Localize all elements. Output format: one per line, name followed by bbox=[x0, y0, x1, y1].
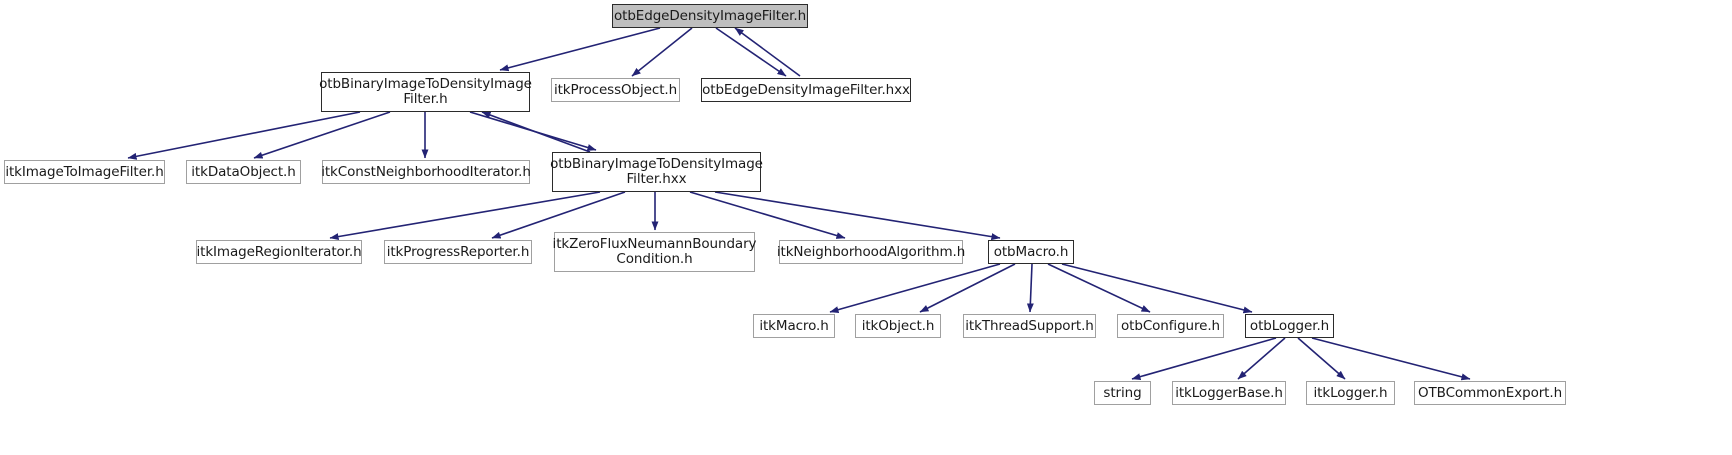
graph-node-itkconstneighborhooditerator-h[interactable]: itkConstNeighborhoodIterator.h bbox=[321, 160, 531, 184]
graph-edge-n12-to-n15 bbox=[1026, 263, 1034, 313]
graph-edge-n12-to-n17 bbox=[1061, 263, 1253, 314]
graph-edge-n7-to-n1 bbox=[481, 111, 591, 153]
graph-node-itkdataobject-h[interactable]: itkDataObject.h bbox=[186, 160, 301, 184]
graph-node-itkloggerbase-h[interactable]: itkLoggerBase.h bbox=[1172, 381, 1286, 405]
graph-edge-n0-to-n1 bbox=[499, 27, 661, 72]
graph-edge-n12-to-n16 bbox=[1047, 263, 1151, 313]
graph-node-itkneighborhoodalgorithm-h[interactable]: itkNeighborhoodAlgorithm.h bbox=[777, 240, 965, 264]
graph-node-otbcommonexport-h[interactable]: OTBCommonExport.h bbox=[1414, 381, 1566, 405]
graph-node-itkobject-h[interactable]: itkObject.h bbox=[855, 314, 941, 338]
graph-node-itkprocessobject-h[interactable]: itkProcessObject.h bbox=[551, 78, 680, 102]
graph-edge-n12-to-n13 bbox=[829, 263, 1001, 314]
graph-edge-n17-to-n21 bbox=[1311, 337, 1471, 381]
graph-edge-n0-to-n2 bbox=[631, 27, 693, 77]
graph-edge-n1-to-n4 bbox=[127, 111, 361, 160]
graph-edge-n12-to-n14 bbox=[919, 263, 1016, 313]
graph-edge-n3-to-n0 bbox=[734, 27, 801, 77]
graph-edge-n7-to-n12 bbox=[714, 191, 1001, 241]
graph-node-otblogger-h[interactable]: otbLogger.h bbox=[1245, 314, 1334, 338]
graph-node-itkprogressreporter-h[interactable]: itkProgressReporter.h bbox=[384, 240, 532, 264]
graph-edge-n17-to-n20 bbox=[1297, 337, 1346, 380]
graph-node-itkzerofluxneumannboundarycondition-h[interactable]: itkZeroFluxNeumannBoundary Condition.h bbox=[553, 232, 757, 272]
graph-node-itkimagetoimagefilter-h[interactable]: itkImageToImageFilter.h bbox=[4, 160, 165, 184]
graph-node-itklogger-h[interactable]: itkLogger.h bbox=[1306, 381, 1395, 405]
graph-node-itkthreadsupport-h[interactable]: itkThreadSupport.h bbox=[963, 314, 1096, 338]
graph-edge-n0-to-n3 bbox=[715, 27, 787, 77]
graph-node-otbbinaryimagetodensityimagefilter-hxx[interactable]: otbBinaryImageToDensityImage Filter.hxx bbox=[550, 152, 763, 192]
graph-edge-n1-to-n7 bbox=[469, 111, 597, 151]
graph-node-otbmacro-h[interactable]: otbMacro.h bbox=[988, 240, 1074, 264]
graph-node-otbconfigure-h[interactable]: otbConfigure.h bbox=[1117, 314, 1224, 338]
graph-edge-n17-to-n18 bbox=[1131, 337, 1277, 381]
graph-node-otbbinaryimagetodensityimagefilter-h[interactable]: otbBinaryImageToDensityImage Filter.h bbox=[319, 72, 532, 112]
graph-node-string[interactable]: string bbox=[1094, 381, 1151, 405]
graph-edge-n1-to-n5 bbox=[253, 111, 391, 159]
graph-edge-n17-to-n19 bbox=[1237, 337, 1286, 380]
graph-node-otbedgedensityimagefilter-h[interactable]: otbEdgeDensityImageFilter.h bbox=[612, 4, 808, 28]
graph-node-otbedgedensityimagefilter-hxx[interactable]: otbEdgeDensityImageFilter.hxx bbox=[701, 78, 911, 102]
graph-node-itkmacro-h[interactable]: itkMacro.h bbox=[753, 314, 835, 338]
graph-node-itkimageregioniterator-h[interactable]: itkImageRegionIterator.h bbox=[196, 240, 362, 264]
